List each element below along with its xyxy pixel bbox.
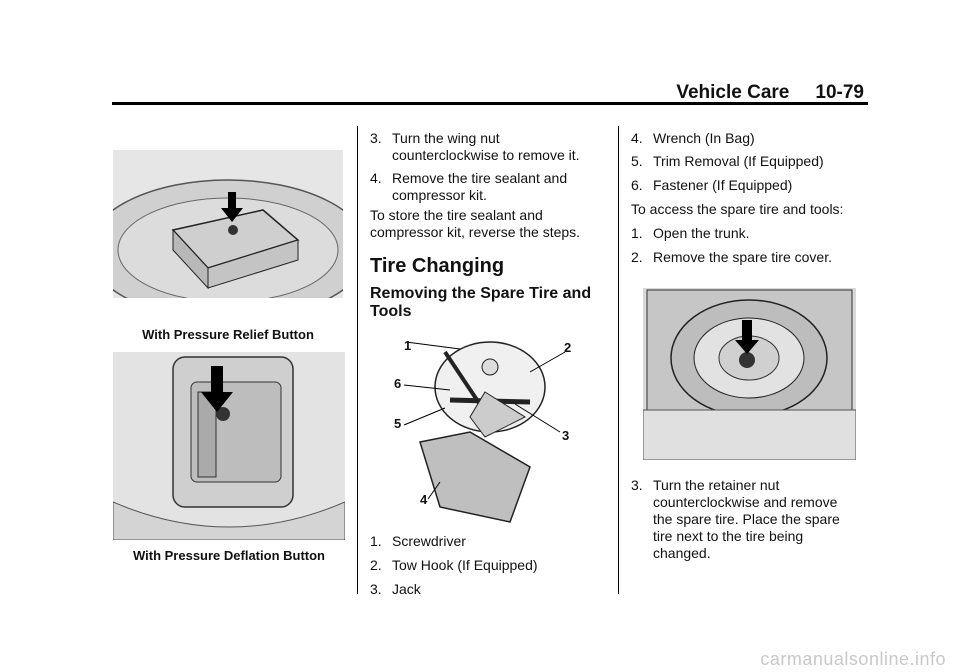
- list-number: 1.: [370, 533, 382, 549]
- page-number: 10-79: [815, 82, 864, 103]
- list-item-jack: 3. Jack: [370, 581, 421, 598]
- step-text: Open the trunk.: [653, 225, 750, 241]
- step-turn-retainer-nut: 3. Turn the retainer nut counterclockwise…: [631, 477, 861, 562]
- list-number: 4.: [631, 130, 643, 146]
- list-text: Tow Hook (If Equipped): [392, 557, 538, 573]
- step-text-cont: tire next to the tire being: [653, 528, 804, 544]
- access-text: To access the spare tire and tools:: [631, 201, 844, 217]
- list-item-fastener: 6. Fastener (If Equipped): [631, 177, 792, 194]
- diagram-label-1: 1: [404, 338, 412, 353]
- list-item-wrench: 4. Wrench (In Bag): [631, 130, 755, 147]
- step-number: 2.: [631, 249, 643, 265]
- step-text-cont: compressor kit.: [392, 187, 487, 203]
- spare-tools-diagram: 1 2 6 5 3 4: [390, 332, 590, 532]
- column-divider-1: [357, 126, 358, 594]
- list-number: 2.: [370, 557, 382, 573]
- list-number: 5.: [631, 153, 643, 169]
- pressure-deflation-illustration: [113, 352, 345, 540]
- step-open-trunk: 1. Open the trunk.: [631, 225, 750, 242]
- step-remove-cover: 2. Remove the spare tire cover.: [631, 249, 832, 266]
- list-text: Jack: [392, 581, 421, 597]
- list-item-tow-hook: 2. Tow Hook (If Equipped): [370, 557, 538, 574]
- store-kit-text: To store the tire sealant and compressor…: [370, 207, 615, 241]
- list-text: Wrench (In Bag): [653, 130, 755, 146]
- list-item-trim-removal: 5. Trim Removal (If Equipped): [631, 153, 824, 170]
- caption-pressure-deflation: With Pressure Deflation Button: [132, 548, 325, 563]
- subheading-line2: Tools: [370, 303, 412, 320]
- watermark-text: carmanualsonline.info: [760, 649, 946, 669]
- step-text: Turn the wing nut: [392, 130, 500, 146]
- step-text: Remove the tire sealant and: [392, 170, 568, 186]
- caption-pressure-relief: With Pressure Relief Button: [142, 327, 314, 342]
- store-text-line2: compressor kit, reverse the steps.: [370, 224, 581, 240]
- diagram-label-6: 6: [394, 376, 402, 391]
- step-text: Turn the retainer nut: [653, 477, 780, 493]
- diagram-label-3: 3: [562, 428, 570, 443]
- step-remove-kit: 4. Remove the tire sealant and compressor…: [370, 170, 615, 204]
- diagram-label-2: 2: [564, 340, 572, 355]
- list-number: 6.: [631, 177, 643, 193]
- watermark: carmanualsonline.info: [0, 649, 960, 670]
- diagram-label-5: 5: [394, 416, 402, 431]
- step-text-cont: counterclockwise to remove it.: [392, 147, 580, 163]
- list-text: Screwdriver: [392, 533, 466, 549]
- step-text-cont: changed.: [653, 545, 711, 561]
- step-text: Remove the spare tire cover.: [653, 249, 832, 265]
- step-number: 3.: [631, 477, 643, 493]
- list-text: Fastener (If Equipped): [653, 177, 793, 193]
- subheading: Removing the Spare Tire and Tools: [370, 285, 610, 321]
- list-number: 3.: [370, 581, 382, 597]
- store-text-line1: To store the tire sealant and: [370, 207, 543, 223]
- step-number: 1.: [631, 225, 643, 241]
- step-turn-wing-nut: 3. Turn the wing nut counterclockwise to …: [370, 130, 615, 164]
- step-number: 3.: [370, 130, 382, 146]
- page-header: Vehicle Care 10-79: [676, 82, 864, 104]
- header-rule: [112, 102, 868, 105]
- list-item-screwdriver: 1. Screwdriver: [370, 533, 466, 550]
- step-text-cont: counterclockwise and remove: [653, 494, 838, 510]
- step-number: 4.: [370, 170, 382, 186]
- pressure-relief-illustration: [113, 150, 343, 298]
- diagram-label-4: 4: [420, 492, 428, 507]
- section-title: Vehicle Care: [676, 82, 790, 103]
- column-divider-2: [618, 126, 619, 594]
- subheading-line1: Removing the Spare Tire and: [370, 285, 592, 302]
- section-heading: Tire Changing: [370, 255, 505, 277]
- list-text: Trim Removal (If Equipped): [653, 153, 824, 169]
- step-text-cont: the spare tire. Place the spare: [653, 511, 840, 527]
- trunk-spare-tire-illustration: [643, 288, 856, 460]
